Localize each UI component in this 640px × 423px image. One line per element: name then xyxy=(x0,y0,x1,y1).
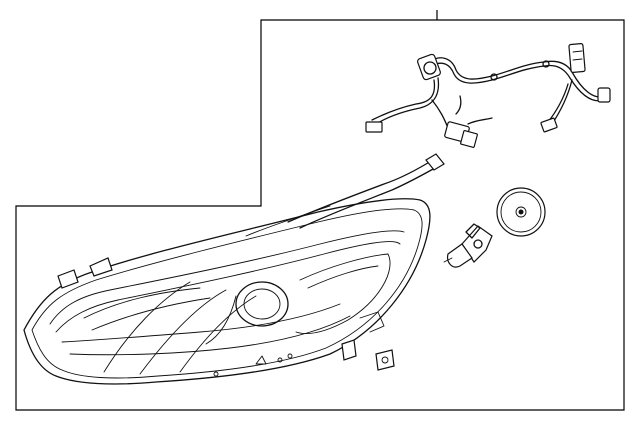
bulb-socket xyxy=(443,223,493,268)
wiring-harness xyxy=(365,43,611,148)
rear-cap xyxy=(496,187,546,237)
parts-frame xyxy=(15,10,625,411)
headlamp-assembly xyxy=(23,153,445,385)
mounting-bracket xyxy=(375,349,395,371)
